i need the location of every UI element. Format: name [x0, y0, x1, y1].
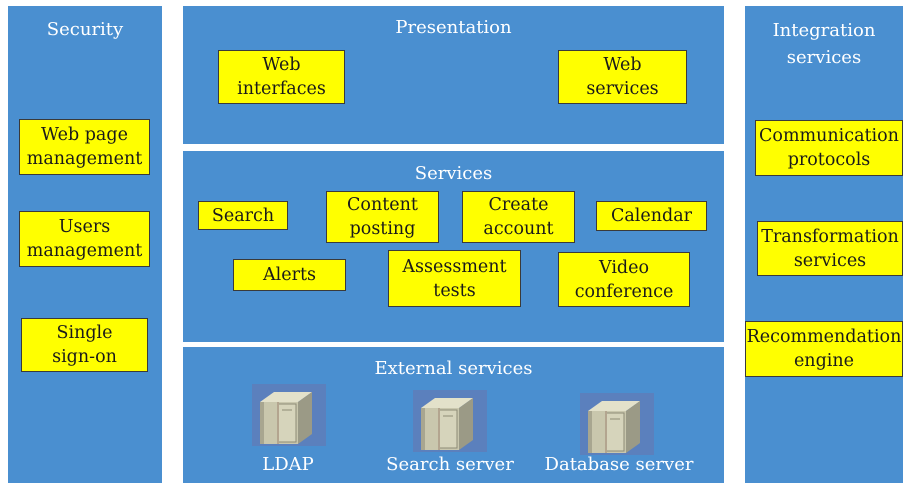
- video-conference-box: Video conference: [558, 252, 690, 307]
- box-line: conference: [574, 281, 674, 302]
- box-line: sign-on: [52, 347, 117, 367]
- external-services-title: External services: [374, 358, 533, 379]
- box-line: Transformation: [761, 226, 899, 247]
- search-server-icon: [413, 390, 487, 452]
- assessment-tests-box: Assessment tests: [388, 250, 521, 307]
- transformation-services-box: Transformation services: [757, 221, 903, 276]
- box-line: Content: [347, 195, 418, 215]
- box-line: Web page: [41, 125, 128, 145]
- box-line: Single: [56, 323, 113, 343]
- web-page-management-box: Web page management: [19, 119, 150, 175]
- integration-title-line2: services: [786, 47, 862, 68]
- security-title: Security: [46, 19, 124, 40]
- database-server-icon: [580, 393, 654, 455]
- search-box: Search: [198, 201, 288, 230]
- box-line: Search: [211, 205, 275, 226]
- users-management-box: Users management: [19, 211, 150, 267]
- box-line: Video: [598, 257, 650, 278]
- box-line: interfaces: [237, 79, 326, 99]
- services-title: Services: [414, 163, 493, 184]
- box-line: posting: [349, 219, 416, 239]
- box-line: Create: [488, 195, 549, 215]
- ldap-label: LDAP: [262, 454, 314, 475]
- single-sign-on-box: Single sign-on: [21, 318, 148, 372]
- box-line: management: [26, 241, 143, 261]
- box-line: Calendar: [610, 206, 693, 226]
- presentation-title: Presentation: [395, 17, 512, 38]
- recommendation-engine-box: Recommendation engine: [745, 321, 903, 377]
- box-line: Communication: [759, 126, 899, 146]
- box-line: services: [793, 250, 867, 271]
- calendar-box: Calendar: [596, 201, 707, 231]
- database-server-label: Database server: [544, 454, 694, 475]
- box-line: engine: [793, 351, 855, 371]
- box-line: Alerts: [263, 265, 316, 285]
- box-line: protocols: [787, 150, 871, 170]
- alerts-box: Alerts: [233, 259, 346, 291]
- web-interfaces-box: Web interfaces: [218, 50, 345, 104]
- box-line: Users: [58, 217, 111, 237]
- search-server-label: Search server: [386, 454, 514, 475]
- box-line: account: [483, 219, 554, 239]
- box-line: Recommendation: [746, 327, 902, 347]
- box-line: Web: [603, 55, 642, 75]
- web-services-box: Web services: [558, 50, 687, 104]
- content-posting-box: Content posting: [326, 191, 439, 243]
- integration-title-line1: Integration: [772, 20, 876, 41]
- services-panel: Services: [183, 151, 724, 342]
- box-line: Web: [262, 55, 301, 75]
- box-line: Assessment: [402, 256, 507, 277]
- communication-protocols-box: Communication protocols: [755, 120, 903, 176]
- box-line: management: [26, 149, 143, 169]
- create-account-box: Create account: [462, 191, 575, 243]
- box-line: services: [586, 79, 659, 99]
- box-line: tests: [433, 280, 476, 301]
- ldap-server-icon: [252, 384, 326, 446]
